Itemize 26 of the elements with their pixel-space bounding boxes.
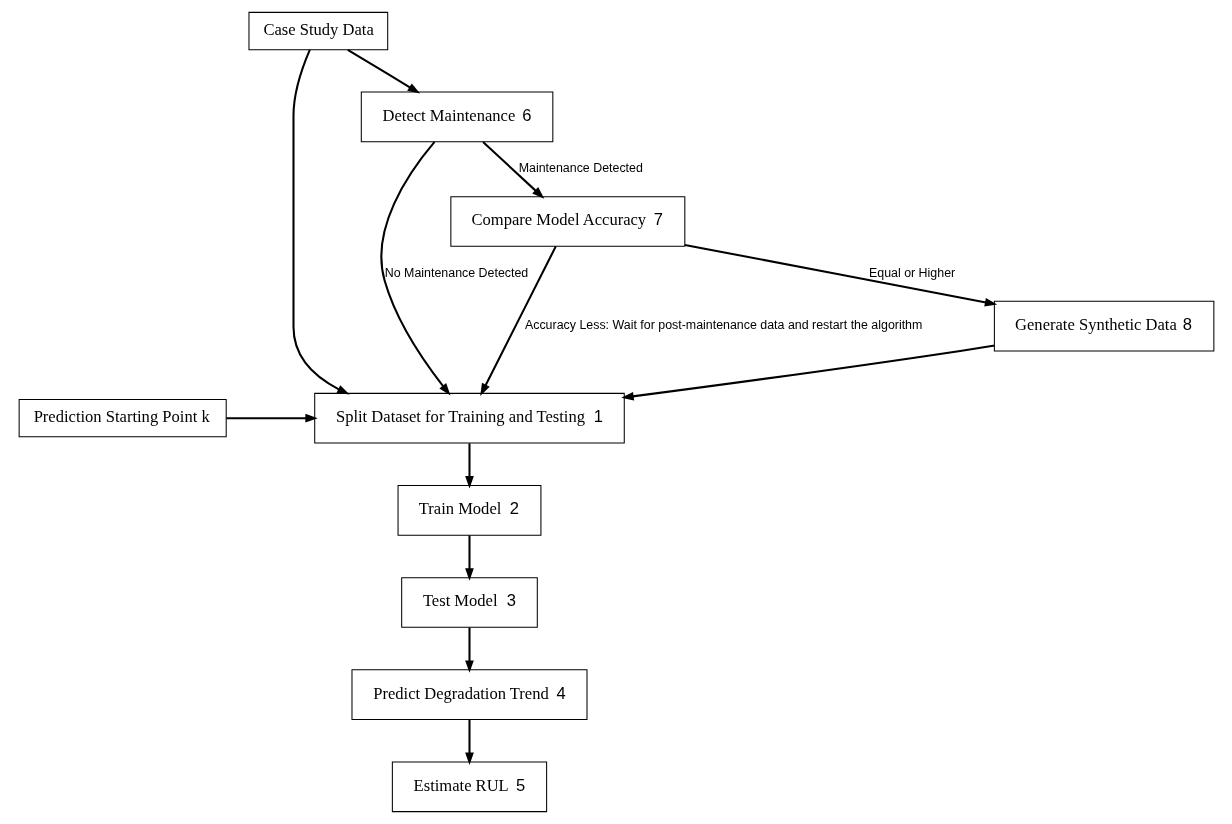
- arrow: [464, 535, 474, 581]
- arrow: [346, 48, 420, 94]
- arrow: [291, 49, 350, 395]
- node-box: Compare Model Accuracy 7: [449, 196, 685, 247]
- arrow: [379, 141, 451, 396]
- node-box: Predict Degradation Trend 4: [350, 669, 587, 720]
- node-box: Test Model 3: [400, 577, 538, 628]
- node-box: Case Study Data: [247, 11, 388, 51]
- node-box: Generate Synthetic Data 8: [993, 300, 1214, 352]
- arrow: [684, 243, 997, 307]
- arrow: [481, 141, 544, 199]
- edge-label: No Maintenance Detected: [384, 266, 528, 280]
- arrow: [479, 245, 557, 396]
- arrow: [464, 719, 474, 765]
- node-box: Train Model 2: [397, 485, 541, 536]
- node-box: Prediction Starting Point k: [18, 399, 227, 438]
- node-box: Estimate RUL 5: [391, 761, 547, 813]
- edge-label: Equal or Higher: [868, 266, 955, 280]
- arrow: [620, 344, 994, 401]
- arrow: [464, 627, 474, 673]
- node-box: Split Dataset for Training and Testing 1: [313, 392, 625, 444]
- node-box: Detect Maintenance 6: [360, 91, 553, 143]
- arrow: [225, 413, 318, 423]
- edge-label: Accuracy Less: Wait for post-maintenance data and restart the algorithm: [524, 318, 922, 333]
- edge-label: Maintenance Detected: [518, 161, 643, 176]
- arrow: [464, 443, 474, 489]
